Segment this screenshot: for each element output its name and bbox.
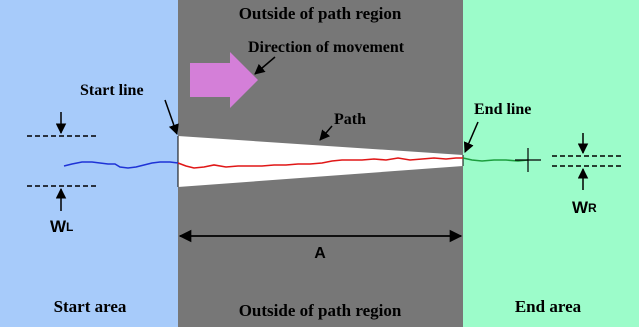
width-right-main: W [572,198,589,217]
start-line-label: Start line [80,82,144,99]
end-area-region [463,0,639,327]
outside-bottom-label: Outside of path region [239,301,402,320]
trace-start-area [63,161,179,169]
trace-end-area [462,157,529,162]
direction-arrow [190,52,258,108]
path-region [178,136,463,187]
width-left-sub: L [66,220,73,234]
end-line-pointer [463,121,479,153]
end-line-label: End line [474,101,531,118]
direction-label: Direction of movement [248,39,405,56]
direction-pointer [254,56,276,75]
width-left-label: WL [50,217,73,236]
path-pointer [319,125,333,141]
start-area-label: Start area [54,297,127,316]
width-right-sub: R [588,201,597,215]
outside-top-label: Outside of path region [239,4,402,23]
end-area-label: End area [515,297,582,316]
width-left-main: W [50,217,67,236]
distance-label: A [314,245,326,262]
start-line-pointer [164,99,179,135]
width-right-label: WR [572,198,597,217]
trace-path [177,157,463,169]
path-label: Path [334,111,366,128]
